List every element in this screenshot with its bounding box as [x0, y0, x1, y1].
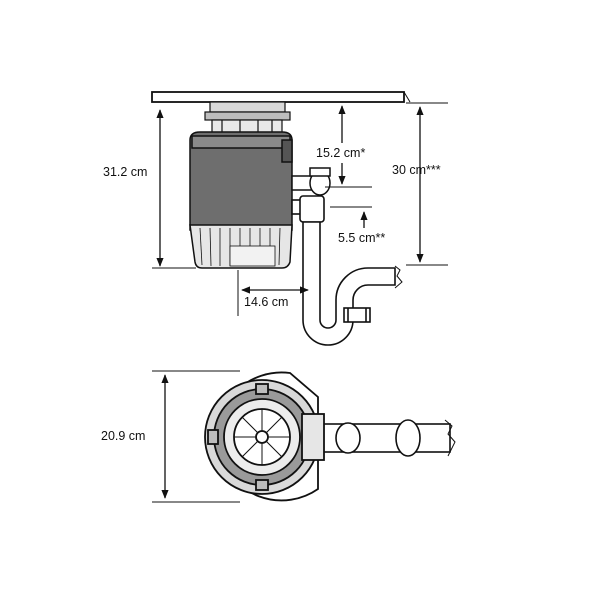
label-drain-height: 30 cm*** [392, 163, 441, 177]
label-outlet-reach: 14.6 cm [244, 295, 288, 309]
top-disposer-body [204, 371, 325, 502]
label-height-total: 31.2 cm [103, 165, 147, 179]
top-view: 20.9 cm [101, 370, 456, 503]
sink-plate [151, 91, 405, 103]
dim-outlet-reach [237, 270, 309, 316]
top-drain-pipe [304, 419, 456, 457]
side-view: 31.2 cm 15.2 cm* 5.5 cm** 30 cm*** 14.6 … [103, 91, 448, 346]
disposer-body [189, 131, 293, 269]
dim-drain-height [406, 102, 448, 266]
dim-inlet-to-outlet [325, 105, 372, 188]
label-outlet-offset: 5.5 cm** [338, 231, 385, 245]
dim-height-total [152, 109, 196, 269]
label-diameter: 20.9 cm [101, 429, 145, 443]
sink-flange [204, 101, 291, 137]
dim-diameter [152, 370, 240, 503]
label-inlet-to-outlet: 15.2 cm* [316, 146, 365, 160]
dim-outlet-offset [330, 206, 372, 228]
dishwasher-inlet [291, 167, 331, 196]
discharge-pipe [291, 195, 403, 346]
